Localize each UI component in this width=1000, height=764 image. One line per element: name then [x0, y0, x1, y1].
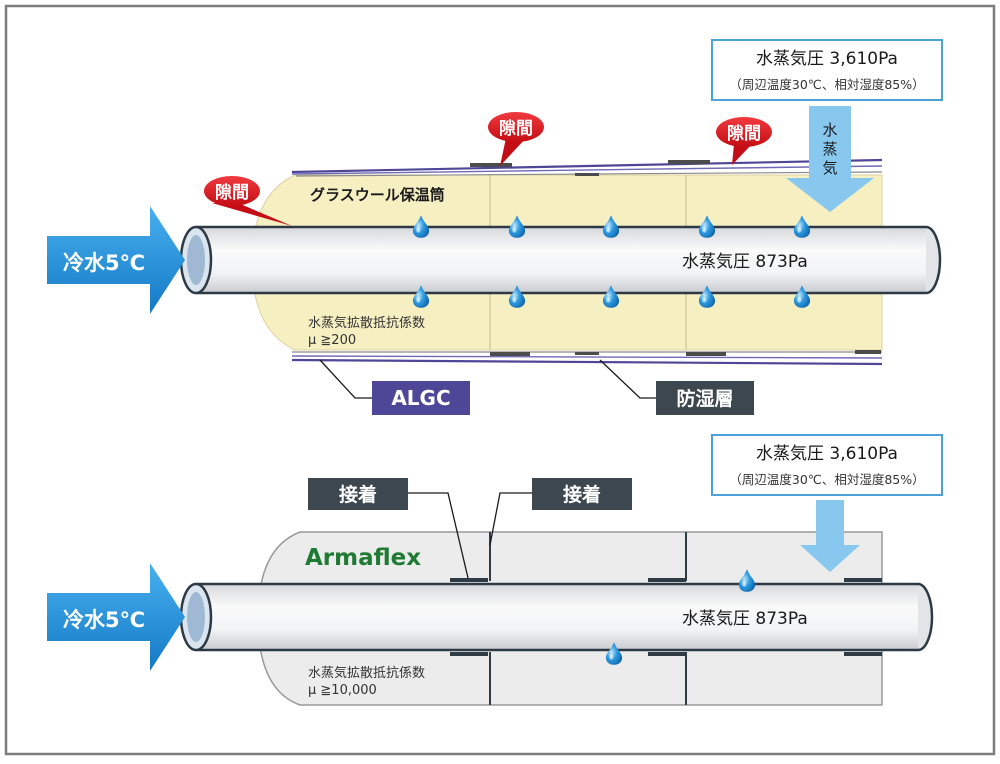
gap-bubble-1 [204, 176, 292, 226]
gap-bubble-2 [488, 112, 544, 166]
vapor-barrier-leader-line [599, 359, 656, 399]
vapor-barrier-label: 防湿層 [676, 387, 733, 410]
algc-leader-line [319, 359, 372, 399]
gap-label-2: 隙間 [499, 118, 533, 139]
algc-label: ALGC [391, 386, 450, 410]
armaflex-seams [450, 532, 882, 705]
adhesive-tag-2 [532, 478, 632, 510]
top-outside-vapor-pressure: 水蒸気圧 3,610Pa [756, 49, 898, 69]
gap-label-3: 隙間 [727, 123, 761, 144]
vapor-arrow-char-2: 蒸 [822, 140, 837, 158]
top-outside-conditions: （周辺温度30℃、相対湿度85%） [729, 77, 924, 92]
adhesive-tag-1 [308, 478, 408, 510]
glass-wool-title: グラスウール保温筒 [310, 186, 445, 204]
algc-jacket-bottom [291, 350, 883, 366]
top-pipe [179, 225, 942, 295]
bottom-inlet-arrow [47, 563, 185, 671]
top-diffusion-label: 水蒸気拡散抵抗係数 [308, 315, 425, 331]
top-inside-vapor-pressure: 水蒸気圧 873Pa [682, 252, 808, 272]
bottom-diffusion-value: μ ≧10,000 [308, 683, 377, 698]
top-vapor-info-box [711, 39, 943, 101]
top-diffusion-value: μ ≧200 [308, 333, 356, 348]
top-inlet-arrow [47, 206, 185, 314]
bottom-vapor-info-box [711, 434, 943, 496]
algc-jacket-top [291, 158, 883, 177]
armaflex-brand: Armaflex [305, 545, 421, 571]
bottom-pipe [179, 582, 934, 652]
top-vapor-arrow [786, 106, 874, 212]
adhesive-leader-line-2 [489, 492, 532, 546]
bottom-vapor-arrow [800, 500, 860, 572]
bottom-diagram: 冷水5℃ 水蒸気圧 3,610Pa （周辺温度30℃、相対湿度85%） Arma… [47, 434, 943, 706]
bottom-outside-vapor-pressure: 水蒸気圧 3,610Pa [756, 444, 898, 464]
algc-tag [372, 381, 470, 415]
bottom-diffusion-label: 水蒸気拡散抵抗係数 [308, 665, 425, 681]
adhesive-label-1: 接着 [339, 483, 377, 506]
bottom-outside-conditions: （周辺温度30℃、相対湿度85%） [729, 472, 924, 487]
gap-label-1: 隙間 [215, 182, 249, 203]
vapor-arrow-char-1: 水 [822, 121, 837, 139]
adhesive-leader-line-1 [408, 492, 469, 579]
vapor-barrier-tag [656, 381, 754, 415]
top-inlet-label: 冷水5℃ [63, 251, 145, 275]
vapor-arrow-char-3: 気 [822, 159, 837, 177]
bottom-inside-vapor-pressure: 水蒸気圧 873Pa [682, 609, 808, 629]
adhesive-label-2: 接着 [563, 483, 601, 506]
bottom-inlet-label: 冷水5℃ [63, 608, 145, 632]
gap-bubble-3 [716, 117, 772, 165]
top-diagram: 冷水5℃ 隙間 隙間 隙間 [47, 39, 943, 415]
